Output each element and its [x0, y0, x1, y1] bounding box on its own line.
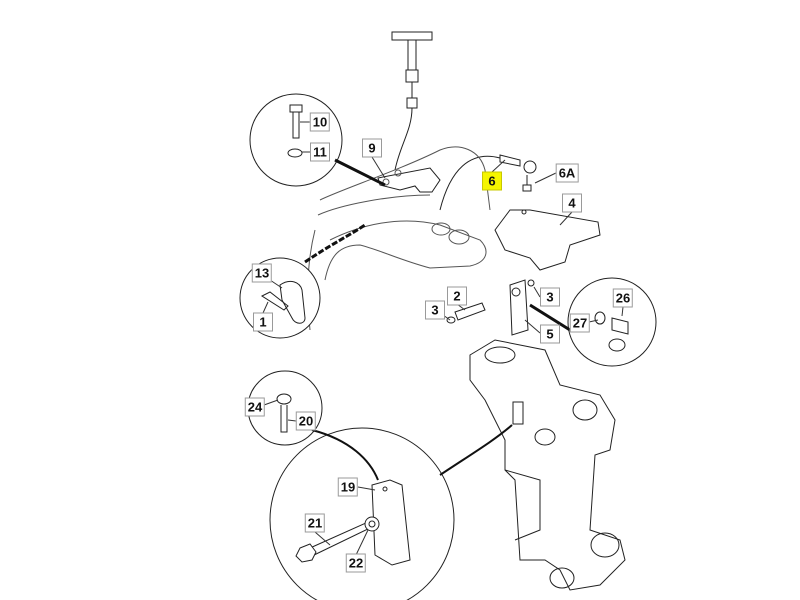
callout-3-right[interactable]: 3: [540, 287, 560, 307]
callout-6-highlighted[interactable]: 6: [482, 171, 502, 191]
part-4: [494, 209, 601, 271]
callout-9[interactable]: 9: [362, 138, 382, 158]
callout-19[interactable]: 19: [337, 477, 359, 497]
callout-6a[interactable]: 6A: [555, 163, 579, 183]
callout-10[interactable]: 10: [309, 112, 331, 132]
cable: [439, 155, 501, 211]
callout-4[interactable]: 4: [562, 193, 582, 213]
callout-5[interactable]: 5: [540, 324, 560, 344]
callout-21[interactable]: 21: [304, 513, 326, 533]
callout-3-left[interactable]: 3: [425, 300, 445, 320]
detail-circle-block: [269, 427, 455, 600]
lower-arm: [469, 339, 626, 591]
callout-2[interactable]: 2: [447, 286, 467, 306]
callout-24[interactable]: 24: [244, 397, 266, 417]
pin-5: [509, 279, 535, 336]
callout-11[interactable]: 11: [310, 142, 330, 162]
callout-1[interactable]: 1: [253, 312, 273, 332]
callout-22[interactable]: 22: [345, 553, 367, 573]
callout-27[interactable]: 27: [569, 313, 591, 333]
release-handle: [391, 31, 433, 171]
frame-casting: [307, 146, 491, 331]
detail-circle-bolt: [249, 93, 343, 187]
callout-20[interactable]: 20: [295, 411, 317, 431]
callout-26[interactable]: 26: [612, 288, 634, 308]
callout-13[interactable]: 13: [251, 263, 273, 283]
